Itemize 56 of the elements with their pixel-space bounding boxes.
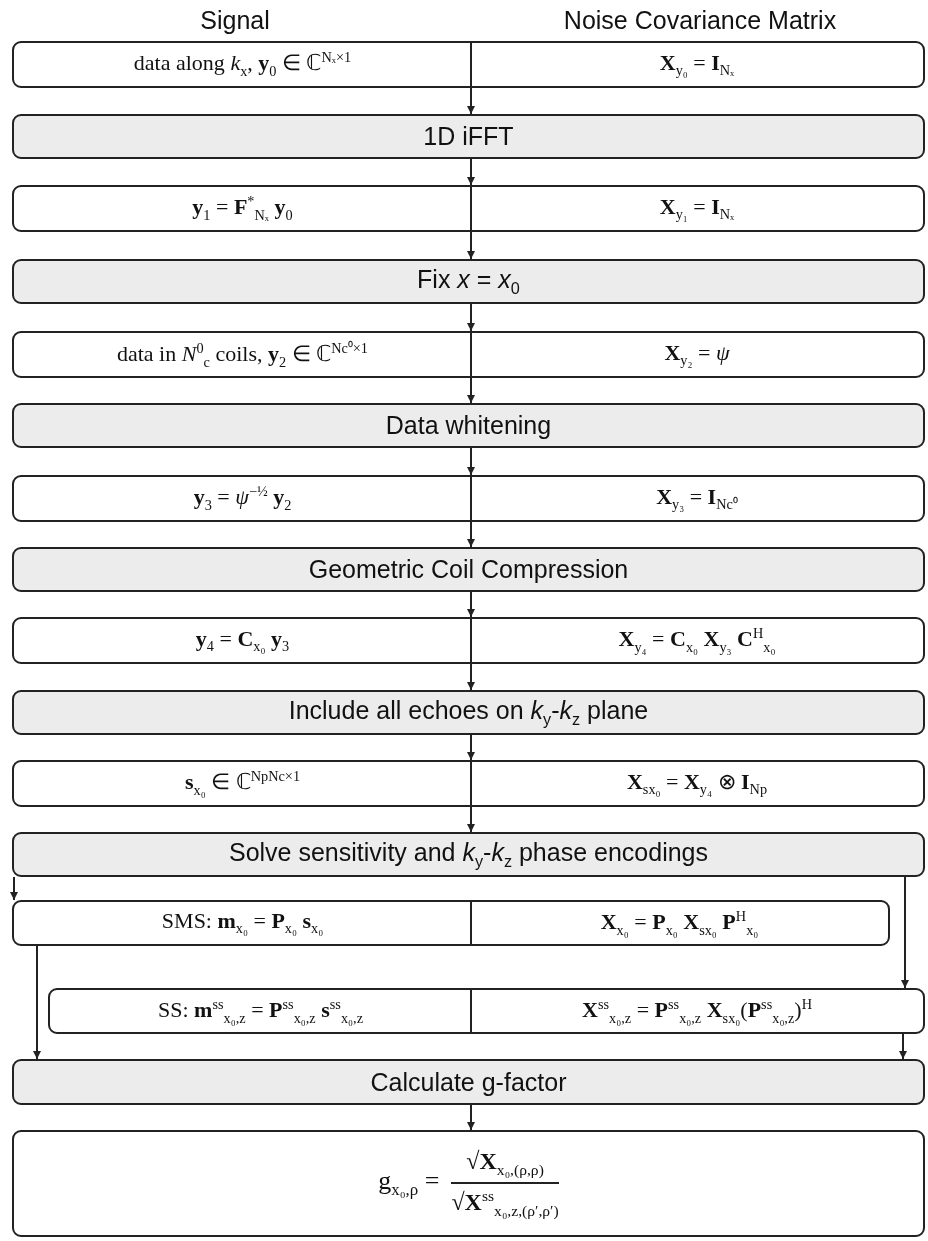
covariance-formula: X$_{y₁}$ = I$_{Nₓ}$ xyxy=(659,193,735,224)
step-box xyxy=(12,832,925,877)
covariance-formula: X$^{ss}$$_{x₀,z}$ = P$^{ss}$$_{x₀,z}$ X$_{sx₀}$(P$^{ss}$$_{x₀,z}$)$^{H}$ xyxy=(582,995,812,1027)
arrow xyxy=(467,231,475,260)
arrow xyxy=(467,87,475,115)
step-label: Fix x = x$_{0}$ xyxy=(417,265,520,298)
arrow xyxy=(467,734,475,761)
step-label: Include all echoes on k$_{y}$-k$_{z}$ plane xyxy=(288,696,649,729)
signal-noise-row xyxy=(48,988,925,1034)
arrow xyxy=(467,158,475,186)
arrow xyxy=(467,447,475,476)
covariance-formula: X$_{y₃}$ = I$_{Nc⁰}$ xyxy=(656,483,738,514)
step-label: Geometric Coil Compression xyxy=(308,555,629,584)
arrow xyxy=(467,663,475,691)
signal-formula: s$_{x₀}$ ∈ ℂ$^{NpNc×1}$ xyxy=(184,768,301,799)
signal-formula: y$_{1}$ = F$^{*}$$_{Nₓ}$ y$_{0}$ xyxy=(192,193,293,224)
arrow xyxy=(901,876,909,989)
covariance-formula: X$_{y₂}$ = ψ xyxy=(664,339,730,370)
formula-lhs: g$_{x₀,ρ}$ = xyxy=(378,1166,440,1201)
arrow xyxy=(467,806,475,833)
step-label: 1D iFFT xyxy=(423,122,514,151)
signal-noise-row xyxy=(12,475,925,522)
step-box xyxy=(12,114,925,159)
signal-formula: data in N$^{0}$$_{c}$ coils, y$_{2}$ ∈ ℂ$^{Nc⁰×1}$ xyxy=(116,339,369,371)
step-box xyxy=(12,547,925,592)
signal-formula: data along k$_{x}$, y$_{0}$ ∈ ℂ$^{Nₓ×1}$ xyxy=(133,49,352,80)
signal-noise-row xyxy=(12,617,925,664)
covariance-formula: X$_{sx₀}$ = X$_{y₄}$ ⊗ I$_{Np}$ xyxy=(626,768,768,799)
signal-formula: SMS: m$_{x₀}$ = P$_{x₀}$ s$_{x₀}$ xyxy=(161,908,324,938)
numerator: √X$_{x₀,(ρ,ρ)}$ xyxy=(466,1147,544,1179)
column-header: Noise Covariance Matrix xyxy=(563,6,837,35)
arrow xyxy=(33,945,41,1060)
step-label: Solve sensitivity and k$_{y}$-k$_{z}$ phase encodings xyxy=(229,838,708,871)
arrow xyxy=(467,1104,475,1131)
formula-box xyxy=(12,1130,925,1237)
signal-formula: y$_{3}$ = ψ$^{−½}$ y$_{2}$ xyxy=(193,483,292,514)
signal-noise-row xyxy=(12,900,890,946)
signal-formula: y$_{4}$ = C$_{x₀}$ y$_{3}$ xyxy=(195,625,290,656)
column-header: Signal xyxy=(200,6,270,35)
step-label: Calculate g-factor xyxy=(370,1067,567,1097)
signal-noise-row xyxy=(12,41,925,88)
arrow xyxy=(467,377,475,404)
step-box xyxy=(12,1059,925,1105)
signal-noise-row xyxy=(12,331,925,378)
covariance-formula: X$_{y₀}$ = I$_{Nₓ}$ xyxy=(659,49,735,80)
signal-noise-row xyxy=(12,185,925,232)
step-box xyxy=(12,690,925,735)
signal-noise-row xyxy=(12,760,925,807)
arrow xyxy=(467,521,475,548)
step-box xyxy=(12,259,925,304)
arrow xyxy=(899,1033,907,1060)
step-label: Data whitening xyxy=(385,411,552,440)
arrow xyxy=(467,303,475,332)
arrow xyxy=(10,876,18,901)
step-box xyxy=(12,403,925,448)
arrow xyxy=(467,591,475,618)
